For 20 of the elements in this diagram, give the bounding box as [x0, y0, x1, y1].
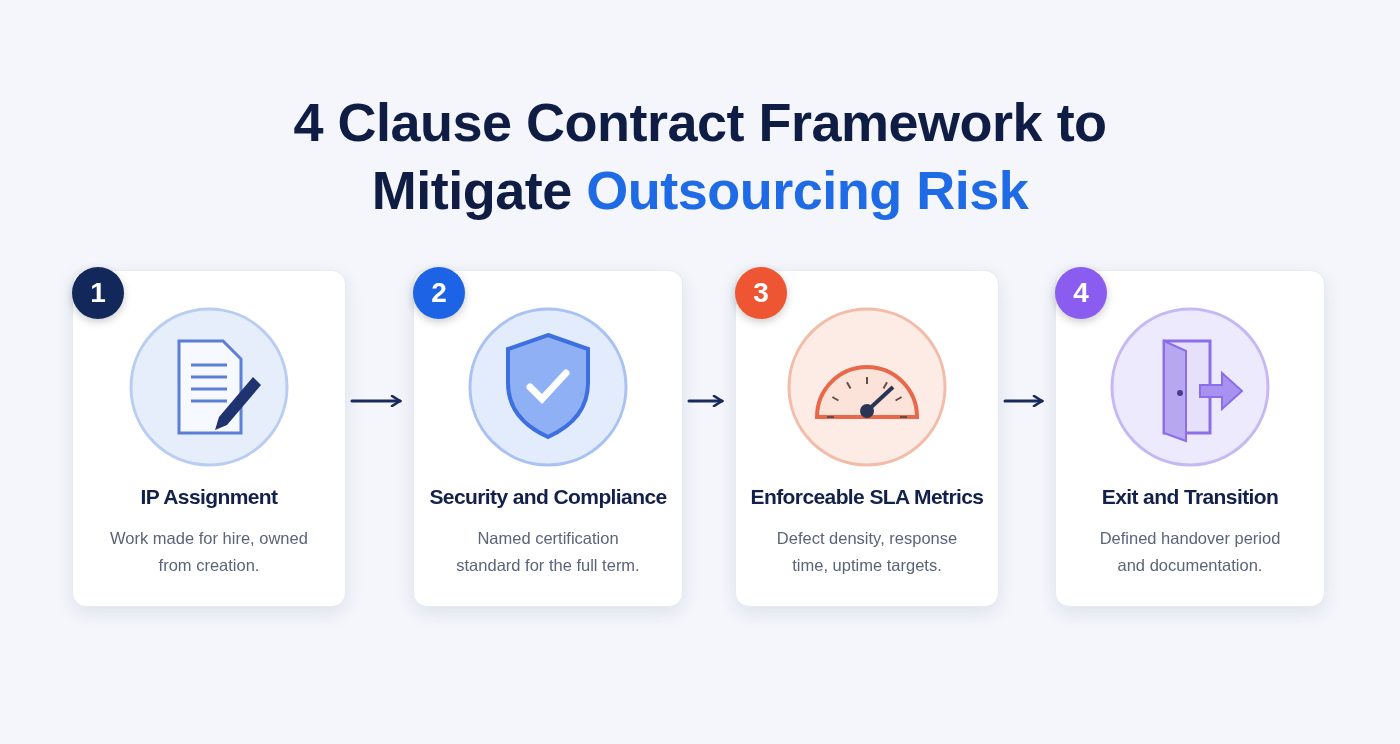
- clause-card: [735, 270, 999, 607]
- card-description: Defined handover period and documentation.: [1098, 528, 1282, 576]
- number-badge: 3: [735, 267, 787, 319]
- card-description: Named certification standard for the full term.: [455, 528, 641, 576]
- clause-card: [72, 270, 346, 607]
- clause-card: [1055, 270, 1325, 607]
- number-badge: 1: [72, 267, 124, 319]
- arrow: [1003, 394, 1044, 408]
- number-badge: 2: [413, 267, 465, 319]
- card-heading: Security and Compliance: [428, 485, 668, 509]
- arrow: [350, 394, 402, 408]
- card-description: Defect density, response time, uptime targets.: [775, 528, 959, 576]
- card-heading: IP Assignment: [139, 485, 279, 509]
- arrow: [687, 394, 724, 408]
- title: 4 Clause Contract Framework to Mitigate Outsourcing Risk: [292, 91, 1108, 222]
- card-heading: Exit and Transition: [1100, 485, 1280, 509]
- clause-card: [413, 270, 683, 607]
- card-description: Work made for hire, owned from creation.: [109, 528, 309, 576]
- card-heading: Enforceable SLA Metrics: [749, 485, 985, 509]
- number-badge: 4: [1055, 267, 1107, 319]
